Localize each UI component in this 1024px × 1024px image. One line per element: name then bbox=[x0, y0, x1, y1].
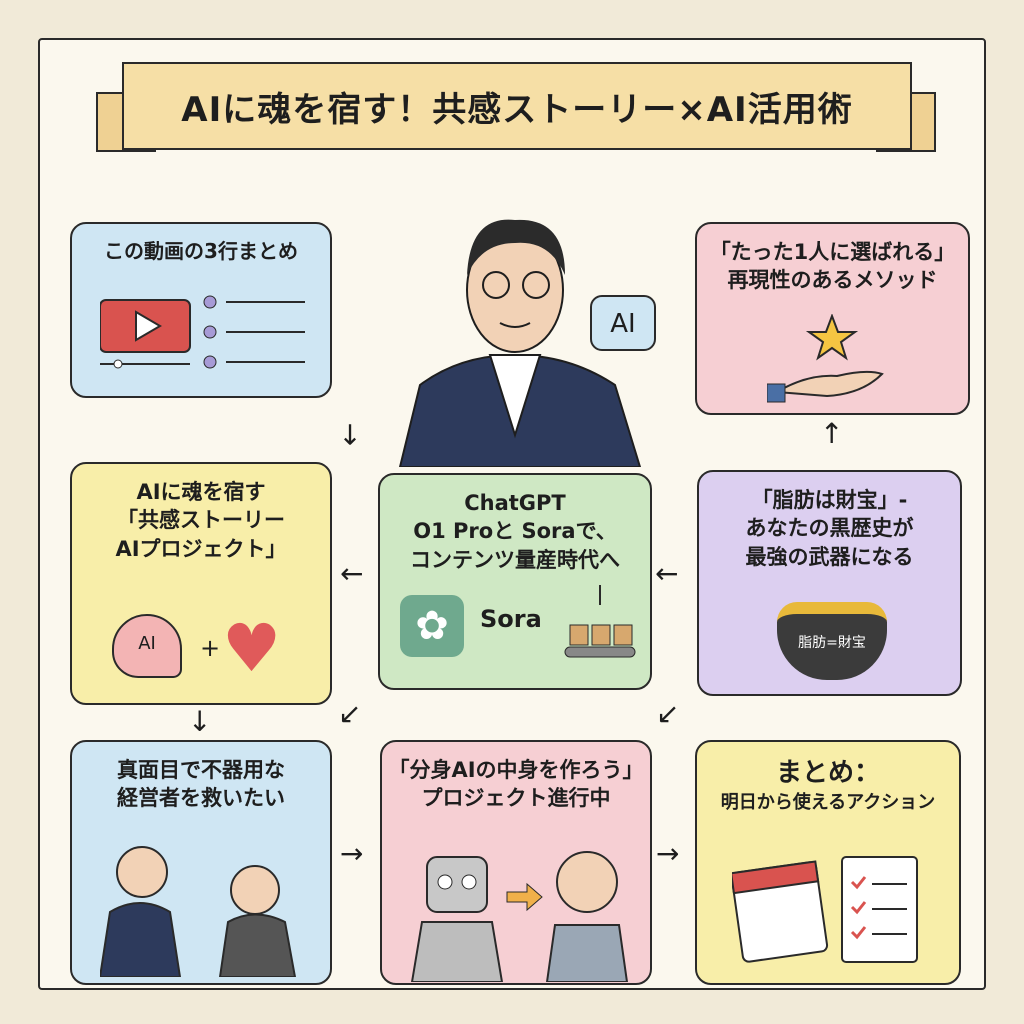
arrow-fat-to-tools: ← bbox=[655, 557, 679, 590]
conclusion-box: まとめ： 明日から使えるアクション bbox=[695, 740, 961, 985]
tools-line3: コンテンツ量産時代へ bbox=[410, 547, 620, 572]
plus-sign: + bbox=[200, 634, 221, 662]
conclusion-title: まとめ： bbox=[775, 758, 880, 788]
title-banner: AIに魂を宿す！共感ストーリー×AI活用術 bbox=[122, 62, 912, 150]
project-box: AIに魂を宿す 「共感ストーリー AIプロジェクト」 AI + ♥ bbox=[70, 462, 332, 705]
arrow-mission-to-avatar: → bbox=[340, 837, 364, 870]
mission-box: 真面目で不器用な 経営者を救いたい bbox=[70, 740, 332, 985]
arrow-tools-to-project: ← bbox=[340, 557, 364, 590]
method-line1: 「たった1人に選ばれる」 bbox=[709, 240, 956, 264]
method-line2: 再現性のあるメソッド bbox=[727, 268, 938, 293]
brain-ai-icon: AI bbox=[112, 614, 182, 678]
arrow-tools-to-mission: ↙ bbox=[338, 697, 362, 730]
presenter-illustration bbox=[398, 219, 642, 467]
chatgpt-logo-icon: ✿ bbox=[400, 595, 464, 657]
sora-label: Sora bbox=[480, 605, 542, 633]
project-line2: 「共感ストーリー bbox=[117, 508, 285, 533]
fat-treasure-box: 「脂肪は財宝」- あなたの黒歴史が 最強の武器になる 脂肪=財宝 bbox=[697, 470, 962, 696]
summary-title: この動画の3行まとめ bbox=[104, 239, 298, 263]
fat-line2: あなたの黒歴史が bbox=[745, 516, 914, 541]
mission-line2: 経営者を救いたい bbox=[117, 786, 285, 811]
method-box: 「たった1人に選ばれる」 再現性のあるメソッド bbox=[695, 222, 970, 415]
treasure-pot-icon: 脂肪=財宝 bbox=[777, 602, 887, 680]
conclusion-subtitle: 明日から使えるアクション bbox=[720, 792, 936, 814]
tools-line1: ChatGPT bbox=[464, 491, 566, 515]
video-list-icon bbox=[100, 295, 305, 369]
avatar-line2: プロジェクト進行中 bbox=[421, 786, 611, 811]
calendar-checklist-icon bbox=[732, 856, 918, 963]
project-line3: AIプロジェクト」 bbox=[115, 536, 287, 561]
robot-to-human-illustration bbox=[410, 851, 629, 982]
conveyor-icon bbox=[564, 585, 636, 658]
project-line1: AIに魂を宿す bbox=[136, 480, 266, 504]
consoling-people-illustration bbox=[100, 846, 297, 977]
mission-line1: 真面目で不器用な bbox=[117, 758, 285, 782]
arrow-fat-to-avatar: ↙ bbox=[656, 697, 680, 730]
arrow-to-method: ↑ bbox=[820, 417, 844, 450]
fat-line1: 「脂肪は財宝」- bbox=[751, 488, 908, 512]
arrow-to-mission: ↓ bbox=[188, 705, 212, 738]
tools-box: ChatGPT O1 Proと Soraで、 コンテンツ量産時代へ ✿ Sora bbox=[378, 473, 652, 690]
avatar-line1: 「分身AIの中身を作ろう」 bbox=[388, 758, 644, 782]
hand-star-icon bbox=[767, 314, 884, 403]
fat-line3: 最強の武器になる bbox=[745, 544, 914, 569]
arrow-avatar-to-conclusion: → bbox=[656, 837, 680, 870]
summary-box: この動画の3行まとめ bbox=[70, 222, 332, 398]
tools-line2: O1 Proと Soraで、 bbox=[413, 519, 617, 544]
avatar-project-box: 「分身AIの中身を作ろう」 プロジェクト進行中 bbox=[380, 740, 652, 985]
ai-speech-bubble: AI bbox=[590, 295, 656, 351]
heart-icon: ♥ bbox=[222, 610, 282, 687]
